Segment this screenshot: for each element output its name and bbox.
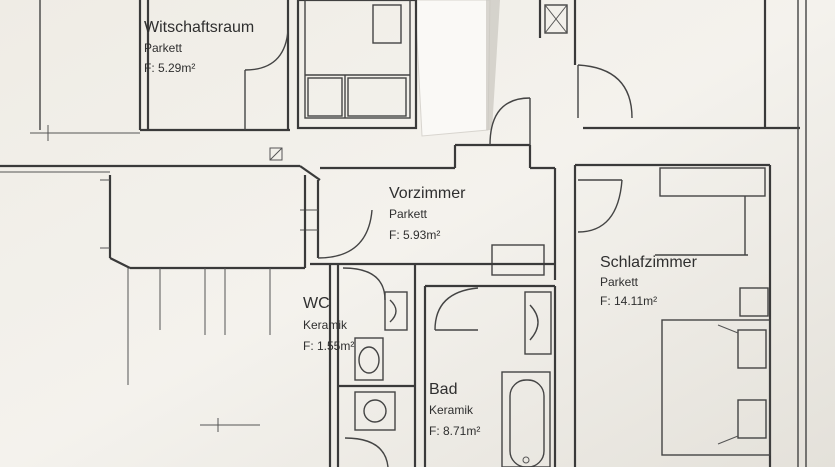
room-name-bad: Bad xyxy=(429,381,457,398)
wc-room xyxy=(328,264,417,467)
room-floor-vorzimmer: Parkett xyxy=(389,207,428,221)
room-name-wc: WC xyxy=(303,295,330,312)
room-area-schlafzimmer: F: 14.11m² xyxy=(600,294,657,308)
storage-top-right xyxy=(538,0,807,467)
bad-room xyxy=(423,284,557,467)
vorzimmer-walls xyxy=(0,97,557,280)
room-name-witschaftsraum: Witschaftsraum xyxy=(144,19,254,36)
label-bad: Bad Keramik F: 8.71m² xyxy=(429,381,480,438)
room-floor-schlafzimmer: Parkett xyxy=(600,275,639,289)
room-area-vorzimmer: F: 5.93m² xyxy=(389,228,440,242)
room-name-vorzimmer: Vorzimmer xyxy=(389,185,466,202)
paper-fold xyxy=(414,0,491,137)
label-vorzimmer: Vorzimmer Parkett F: 5.93m² xyxy=(389,185,466,242)
room-area-bad: F: 8.71m² xyxy=(429,424,480,438)
label-witschaftsraum: Witschaftsraum Parkett F: 5.29m² xyxy=(144,19,254,75)
label-wc: WC Keramik F: 1.55m² xyxy=(303,295,354,353)
kitchen-block xyxy=(269,0,418,161)
room-floor-witschaftsraum: Parkett xyxy=(144,41,183,55)
room-name-schlafzimmer: Schlafzimmer xyxy=(600,254,698,271)
room-area-wc: F: 1.55m² xyxy=(303,339,354,353)
schlafzimmer-room xyxy=(573,163,772,467)
left-lower-area xyxy=(0,171,307,432)
label-schlafzimmer: Schlafzimmer Parkett F: 14.11m² xyxy=(600,254,698,308)
witschaftsraum-walls xyxy=(30,0,290,141)
paper-fold-shadow xyxy=(486,0,500,130)
room-area-witschaftsraum: F: 5.29m² xyxy=(144,61,195,75)
room-floor-wc: Keramik xyxy=(303,318,348,332)
room-floor-bad: Keramik xyxy=(429,403,474,417)
